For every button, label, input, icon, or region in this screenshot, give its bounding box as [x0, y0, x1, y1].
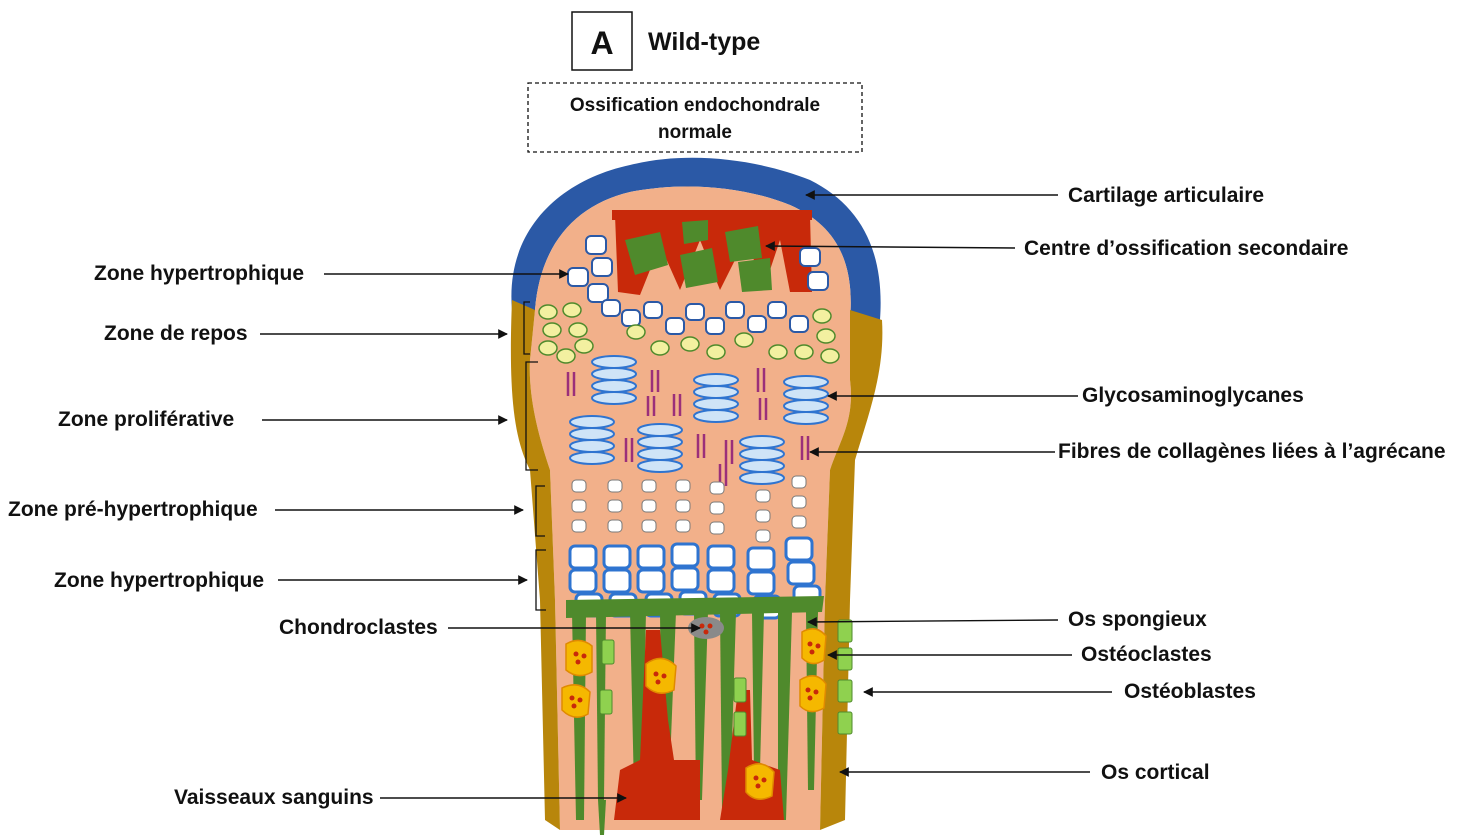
label-zone-repos: Zone de repos [104, 322, 248, 345]
label-os-spongieux: Os spongieux [1068, 608, 1207, 631]
label-chondroclastes: Chondroclastes [279, 616, 438, 639]
label-fibres-collagenes: Fibres de collagènes liées à l’agrécane [1058, 440, 1446, 463]
panel-title: Wild-type [648, 28, 760, 56]
label-centre-ossification: Centre d’ossification secondaire [1024, 237, 1348, 260]
label-cartilage-articulaire: Cartilage articulaire [1068, 184, 1264, 207]
bone-illustration [511, 158, 882, 835]
subtitle-line1: Ossification endochondrale [570, 95, 820, 116]
label-osteoblastes: Ostéoblastes [1124, 680, 1256, 703]
label-zone-hypertrophique-top: Zone hypertrophique [94, 262, 304, 285]
subtitle-line2: normale [658, 122, 732, 143]
label-zone-pre-hypertrophique: Zone pré-hypertrophique [8, 498, 258, 521]
label-vaisseaux-sanguins: Vaisseaux sanguins [174, 786, 374, 809]
label-glycosaminoglycanes: Glycosaminoglycanes [1082, 384, 1304, 407]
label-osteoclastes: Ostéoclastes [1081, 643, 1212, 666]
label-zone-hypertrophique: Zone hypertrophique [54, 569, 264, 592]
label-zone-proliferative: Zone proliférative [58, 408, 234, 431]
panel-letter: A [590, 25, 613, 61]
label-os-cortical: Os cortical [1101, 761, 1210, 784]
